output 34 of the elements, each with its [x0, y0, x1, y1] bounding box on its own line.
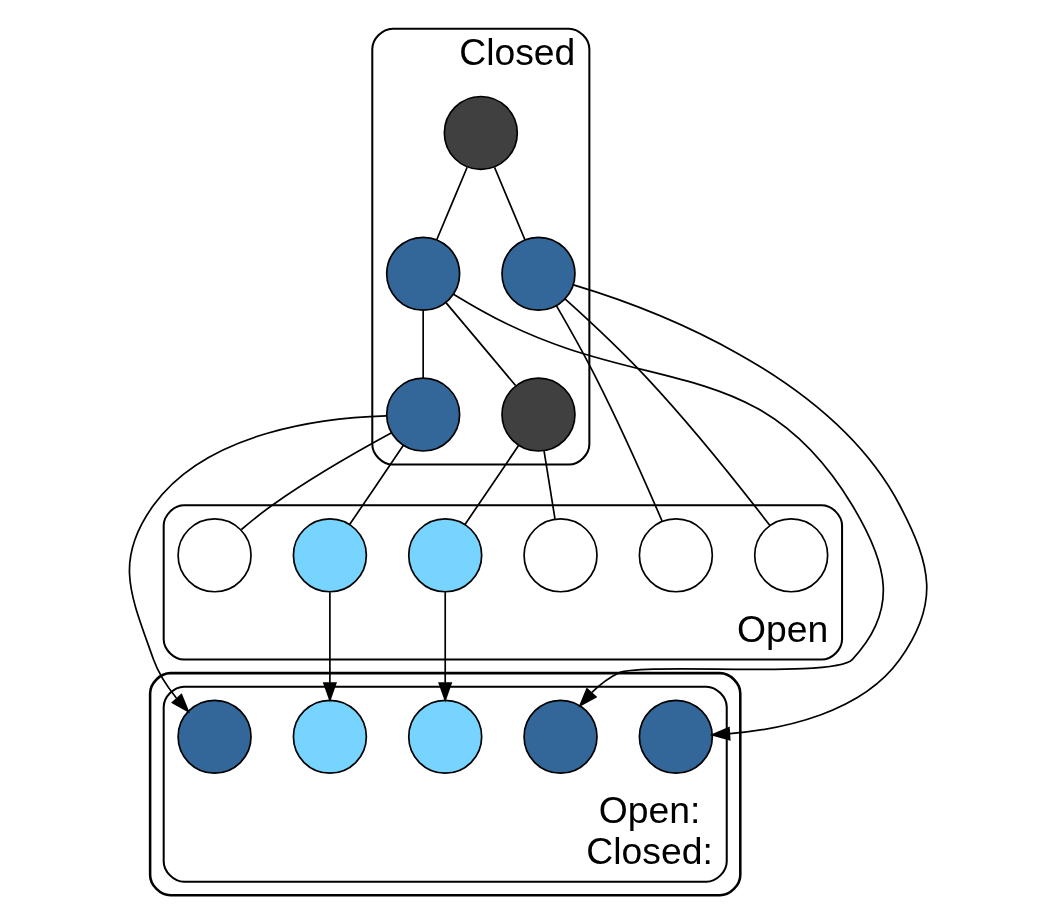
node-circle	[500, 377, 576, 452]
node-circle	[385, 236, 460, 312]
node-circle	[753, 517, 828, 593]
node-circle	[407, 517, 483, 593]
node-circle	[407, 699, 483, 775]
connector	[444, 301, 517, 387]
node-circle	[292, 517, 367, 593]
node-circle	[292, 699, 367, 775]
connector	[542, 450, 556, 520]
node-circle	[176, 699, 252, 775]
connector	[435, 166, 468, 241]
node-circle	[638, 699, 713, 775]
node-circle	[443, 95, 518, 171]
arrow	[572, 284, 928, 741]
node-circle	[638, 517, 713, 593]
connector	[348, 444, 404, 526]
node-circle	[176, 517, 252, 593]
node-circle	[500, 236, 576, 312]
arrow	[437, 591, 452, 703]
cluster	[148, 671, 742, 897]
arrow	[452, 293, 884, 708]
cluster: Closed	[370, 27, 590, 466]
cluster: Open	[162, 504, 843, 661]
connector	[421, 309, 424, 379]
node-circle	[522, 699, 598, 775]
node-circle	[385, 377, 460, 452]
connector	[240, 432, 392, 531]
connector	[463, 444, 520, 526]
connector	[493, 166, 526, 241]
arrow	[128, 415, 387, 714]
connector	[563, 298, 771, 527]
node-circle	[522, 517, 598, 593]
connector	[555, 304, 663, 522]
arrow	[322, 591, 337, 703]
